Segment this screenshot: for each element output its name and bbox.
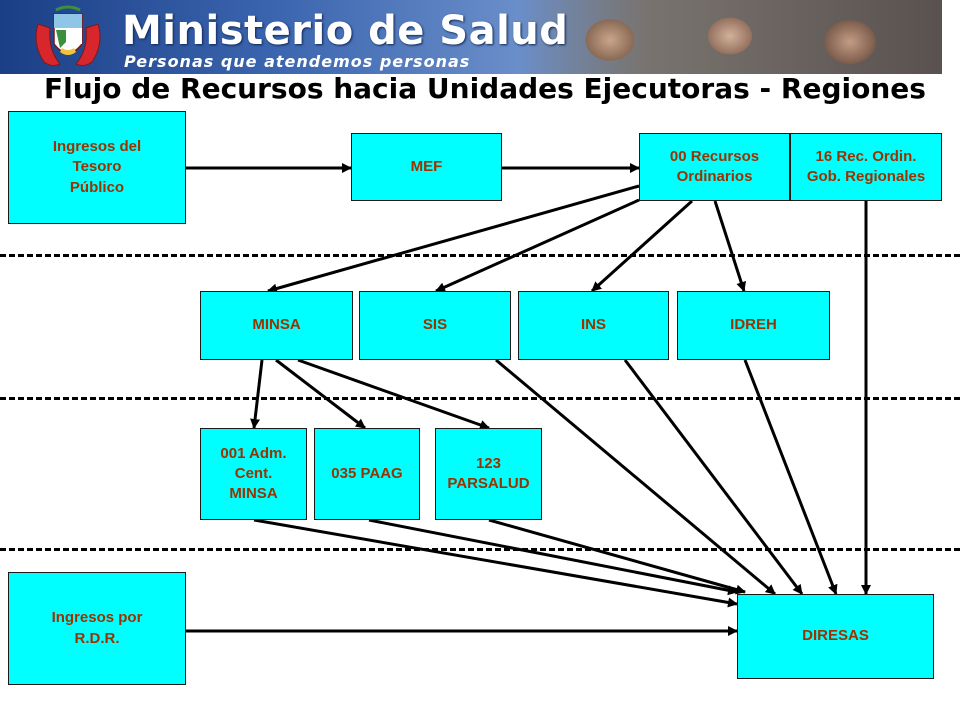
arrow-minsa-to-parsalud: [297, 358, 490, 430]
arrow-sis-to-diresas: [495, 358, 776, 596]
arrow-minsa-to-adm-cent: [250, 359, 264, 429]
arrow-parsalud-to-diresas: [488, 518, 746, 595]
adm-cent-minsa-box: 001 Adm. Cent. MINSA: [200, 428, 307, 520]
arrow-ins-to-diresas: [623, 359, 804, 595]
arrow-recursos-ordinarios-to-minsa: [267, 184, 640, 294]
ingresos-tesoro-box: Ingresos del Tesoro Público: [8, 111, 186, 224]
page-title: Flujo de Recursos hacia Unidades Ejecuto…: [44, 72, 926, 105]
header-banner: Ministerio de Salud Personas que atendem…: [0, 0, 942, 74]
arrow-recursos-ordinarios-to-idreh: [713, 200, 746, 292]
ins-box: INS: [518, 291, 669, 360]
dashed-divider: [0, 397, 960, 400]
arrow-idreh-to-diresas: [743, 359, 838, 595]
sis-box: SIS: [359, 291, 511, 360]
mef-box: MEF: [351, 133, 502, 201]
ingresos-rdr-box: Ingresos por R.D.R.: [8, 572, 186, 685]
parsalud-box: 123 PARSALUD: [435, 428, 542, 520]
arrow-paag-to-diresas: [368, 518, 738, 596]
arrow-minsa-to-paag: [275, 358, 366, 430]
banner-photo: [520, 0, 942, 74]
diresas-box: DIRESAS: [737, 594, 934, 679]
dashed-divider: [0, 254, 960, 257]
rec-ordin-gob-regionales-box: 16 Rec. Ordin. Gob. Regionales: [790, 133, 942, 201]
idreh-box: IDREH: [677, 291, 830, 360]
arrow-adm-cent-to-diresas: [253, 518, 738, 608]
ministry-name: Ministerio de Salud: [122, 8, 569, 54]
minsa-box: MINSA: [200, 291, 353, 360]
recursos-ordinarios-box: 00 Recursos Ordinarios: [639, 133, 790, 201]
arrow-recursos-ordinarios-to-sis: [435, 198, 640, 293]
peru-coat-of-arms-icon: [35, 5, 101, 67]
dashed-divider: [0, 548, 960, 551]
paag-box: 035 PAAG: [314, 428, 420, 520]
arrow-recursos-ordinarios-to-ins: [590, 199, 694, 293]
ministry-slogan: Personas que atendemos personas: [124, 52, 471, 71]
